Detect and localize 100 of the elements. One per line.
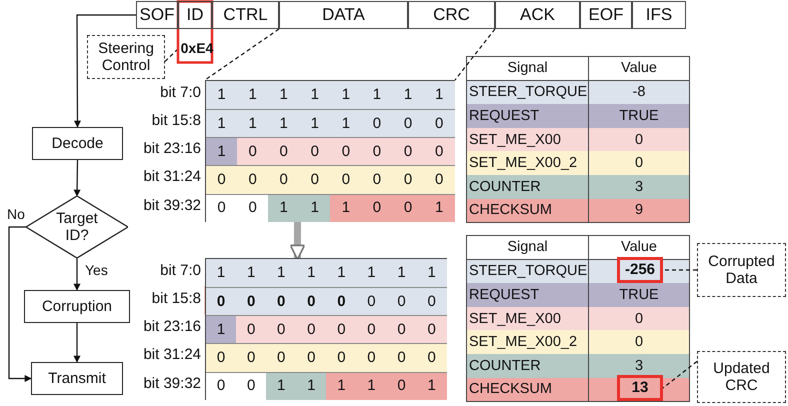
bit-cell: 0 (206, 165, 238, 194)
leader-line (164, 48, 180, 62)
leader-line (663, 269, 697, 271)
table-cell: 3 (589, 175, 689, 199)
table-cell: -8 (589, 80, 689, 104)
bit-cell: 0 (326, 343, 356, 372)
bit-cell: 0 (386, 343, 417, 372)
bit-cell: 0 (268, 165, 300, 194)
bit-range-label: bit 7:0 (160, 262, 201, 279)
frame-field: DATA (279, 1, 408, 29)
bit-range-label: bit 7:0 (160, 84, 201, 101)
bit-cell: 1 (266, 259, 296, 288)
table-cell: 0 (589, 151, 689, 175)
bit-cell: 0 (326, 287, 356, 316)
bit-cell: 0 (356, 343, 387, 372)
bit-cell: 0 (266, 287, 296, 316)
bit-grid (205, 80, 455, 222)
bit-cell: 1 (330, 109, 362, 138)
bit-cell: 0 (392, 137, 424, 166)
bit-cell: 1 (268, 194, 300, 222)
bit-cell: 0 (268, 137, 300, 166)
table-cell: 9 (589, 198, 689, 222)
bit-range-label: bit 15:8 (152, 290, 201, 308)
bit-cell: 1 (296, 259, 326, 288)
bit-cell: 0 (361, 137, 393, 166)
table-cell: TRUE (589, 283, 689, 307)
bit-cell: 0 (237, 165, 268, 194)
bit-cell: 1 (206, 259, 236, 288)
bit-cell: 1 (236, 259, 266, 288)
bit-cell: 1 (206, 109, 238, 138)
bit-cell: 1 (356, 372, 387, 400)
table-cell: 0 (589, 128, 689, 152)
bit-cell: 0 (392, 165, 424, 194)
table-cell: Signal (467, 236, 589, 260)
bit-cell: 1 (296, 372, 326, 400)
bit-cell: 1 (330, 81, 362, 110)
table-cell: REQUEST (467, 104, 589, 128)
bit-cell: 1 (266, 372, 296, 400)
arrow (8, 226, 32, 382)
frame-field: EOF (580, 1, 632, 29)
bit-cell: 1 (206, 315, 236, 344)
table-cell: STEER_TORQUE (467, 260, 589, 284)
bit-cell: 1 (416, 259, 447, 288)
leader-line (662, 360, 698, 388)
bit-cell: 0 (266, 315, 296, 344)
bit-cell: 0 (206, 372, 236, 400)
bit-cell: 0 (237, 194, 268, 222)
frame-field: IFS (632, 1, 686, 29)
bit-cell: 0 (392, 194, 424, 222)
bit-cell: 0 (386, 287, 417, 316)
bit-cell: 0 (236, 343, 266, 372)
bit-cell: 1 (206, 81, 238, 110)
bit-cell: 1 (326, 259, 356, 288)
bit-range-label: bit 15:8 (152, 112, 201, 130)
bit-cell: 0 (386, 315, 417, 344)
bit-cell: 0 (416, 315, 447, 344)
bit-cell: 1 (326, 372, 356, 400)
arrow (74, 258, 80, 291)
bit-cell: 0 (392, 109, 424, 138)
bit-range-label: bit 23:16 (143, 318, 201, 336)
frame-field: ACK (495, 1, 580, 29)
bit-cell: 1 (386, 259, 417, 288)
bit-cell: 0 (416, 343, 447, 372)
bit-range-label: bit 23:16 (143, 140, 201, 158)
bit-cell: 1 (356, 259, 387, 288)
table-cell: TRUE (589, 104, 689, 128)
bit-cell: 0 (356, 287, 387, 316)
callout-box: Updated CRC (697, 351, 786, 403)
table-cell: 0 (589, 306, 689, 330)
bit-range-label: bit 39:32 (143, 374, 201, 392)
callout-box: Steering Control (87, 35, 165, 79)
table-cell: 0 (589, 330, 689, 354)
bit-cell: 0 (296, 287, 326, 316)
edge-label: Yes (84, 263, 109, 278)
process-box: Transmit (31, 362, 123, 395)
bit-cell: 1 (237, 81, 268, 110)
bit-cell: 1 (299, 81, 330, 110)
bit-cell: 0 (236, 315, 266, 344)
arrow (74, 323, 80, 363)
process-box: Corruption (24, 290, 130, 323)
callout-box: Corrupted Data (697, 243, 786, 297)
bit-cell: 0 (236, 287, 266, 316)
arrow (74, 14, 136, 128)
bit-grid (205, 258, 447, 400)
bit-cell: 0 (326, 315, 356, 344)
bit-cell: 0 (299, 137, 330, 166)
table-cell: COUNTER (467, 175, 589, 199)
table-cell: SET_ME_X00_2 (467, 151, 589, 175)
bit-cell: 0 (424, 109, 455, 138)
bit-cell: 0 (424, 137, 455, 166)
bit-cell: 1 (299, 109, 330, 138)
bit-cell: 1 (237, 109, 268, 138)
bit-range-label: bit 31:24 (143, 346, 201, 364)
table-cell: SET_ME_X00 (467, 128, 589, 152)
bit-cell: 1 (424, 81, 455, 110)
bit-cell: 0 (361, 165, 393, 194)
bit-cell: 1 (330, 194, 362, 222)
table-cell: Signal (467, 57, 589, 81)
bit-cell: 0 (296, 315, 326, 344)
leader-line (454, 28, 496, 80)
